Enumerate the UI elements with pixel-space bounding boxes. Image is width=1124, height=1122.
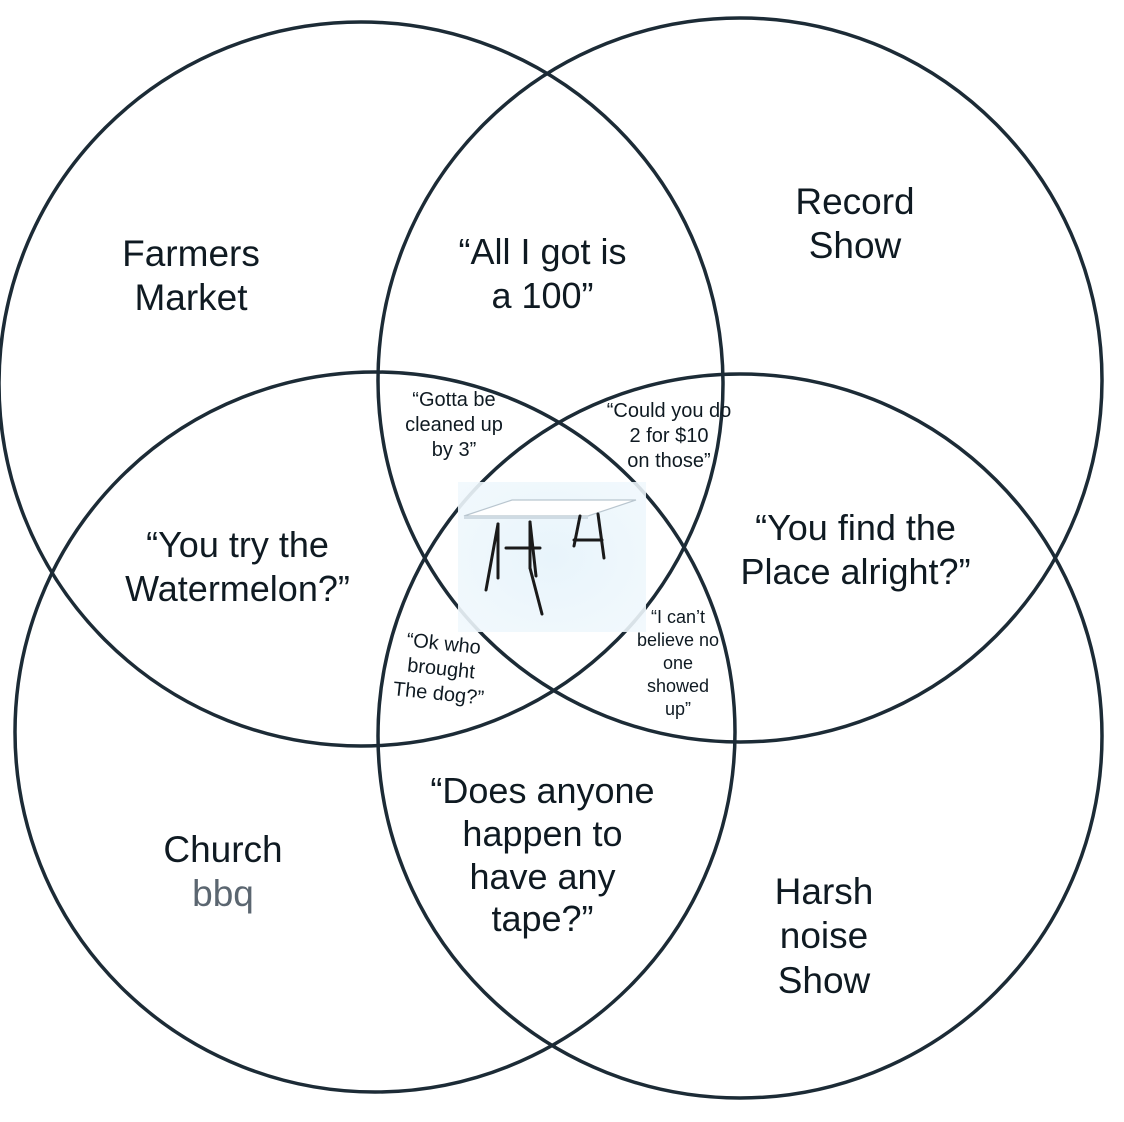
- bottom-overlap-line-3: have any: [469, 855, 616, 897]
- upper-left-triple-line-3: by 3”: [431, 439, 477, 461]
- record-show-line-2: Show: [808, 225, 902, 267]
- noise-line: noise: [779, 915, 869, 957]
- lower-right-triple-line-2: believe no: [636, 630, 720, 651]
- upper-right-triple-line-3: on those”: [627, 450, 711, 472]
- label-church-bbq: Church bbq: [138, 828, 308, 917]
- upper-right-triple-line-2: 2 for $10: [629, 425, 709, 447]
- bottom-overlap-line-1: “Does anyone: [430, 770, 655, 811]
- bottom-overlap-line-2: happen to: [462, 812, 623, 854]
- lower-right-triple-line-1: “I can’t: [650, 607, 706, 627]
- label-top-overlap: “All I got is a 100”: [430, 230, 655, 318]
- farmers-market-line-2: Market: [134, 277, 248, 319]
- label-upper-left-triple: “Gotta be cleaned up by 3”: [388, 388, 520, 463]
- harsh-line: Harsh: [774, 871, 874, 912]
- lower-right-triple-line-5: up”: [664, 699, 691, 720]
- label-harsh-noise-show: Harsh noise Show: [744, 870, 904, 1003]
- bottom-overlap-line-4: tape?”: [491, 898, 594, 940]
- circle-church-bbq: [13, 370, 737, 1094]
- upper-left-triple-line-2: cleaned up: [405, 414, 503, 436]
- upper-left-triple-line-1: “Gotta be: [412, 389, 496, 411]
- label-right-overlap: “You find the Place alright?”: [718, 506, 993, 594]
- right-overlap-line-1: “You find the: [755, 507, 956, 548]
- label-record-show: Record Show: [770, 180, 940, 269]
- left-overlap-line-2: Watermelon?”: [125, 567, 350, 609]
- left-overlap-line-1: “You try the: [146, 524, 329, 565]
- record-show-line-1: Record: [795, 181, 915, 222]
- label-left-overlap: “You try the Watermelon?”: [100, 523, 375, 611]
- right-overlap-line-2: Place alright?”: [740, 550, 971, 592]
- lower-right-triple-line-4: showed: [646, 676, 710, 697]
- church-line: Church: [163, 829, 283, 870]
- label-upper-right-triple: “Could you do 2 for $10 on those”: [596, 399, 742, 474]
- circle-farmers-market: [0, 20, 725, 748]
- label-bottom-overlap: “Does anyone happen to have any tape?”: [410, 770, 675, 941]
- upper-right-triple-line-1: “Could you do: [606, 400, 732, 422]
- farmers-market-line-1: Farmers: [122, 233, 260, 274]
- folding-table-icon: [463, 499, 637, 616]
- circle-record-show: [376, 16, 1104, 744]
- label-farmers-market: Farmers Market: [96, 232, 286, 321]
- top-overlap-line-1: “All I got is: [458, 231, 627, 272]
- show-line: Show: [777, 959, 871, 1001]
- bbq-line: bbq: [192, 873, 254, 915]
- top-overlap-line-2: a 100”: [491, 274, 594, 316]
- lower-right-triple-line-3: one: [662, 653, 694, 674]
- circle-harsh-noise-show: [376, 372, 1104, 1100]
- label-lower-left-triple: “Ok who brought The dog?”: [372, 625, 509, 713]
- label-lower-right-triple: “I can’t believe no one showed up”: [626, 606, 730, 721]
